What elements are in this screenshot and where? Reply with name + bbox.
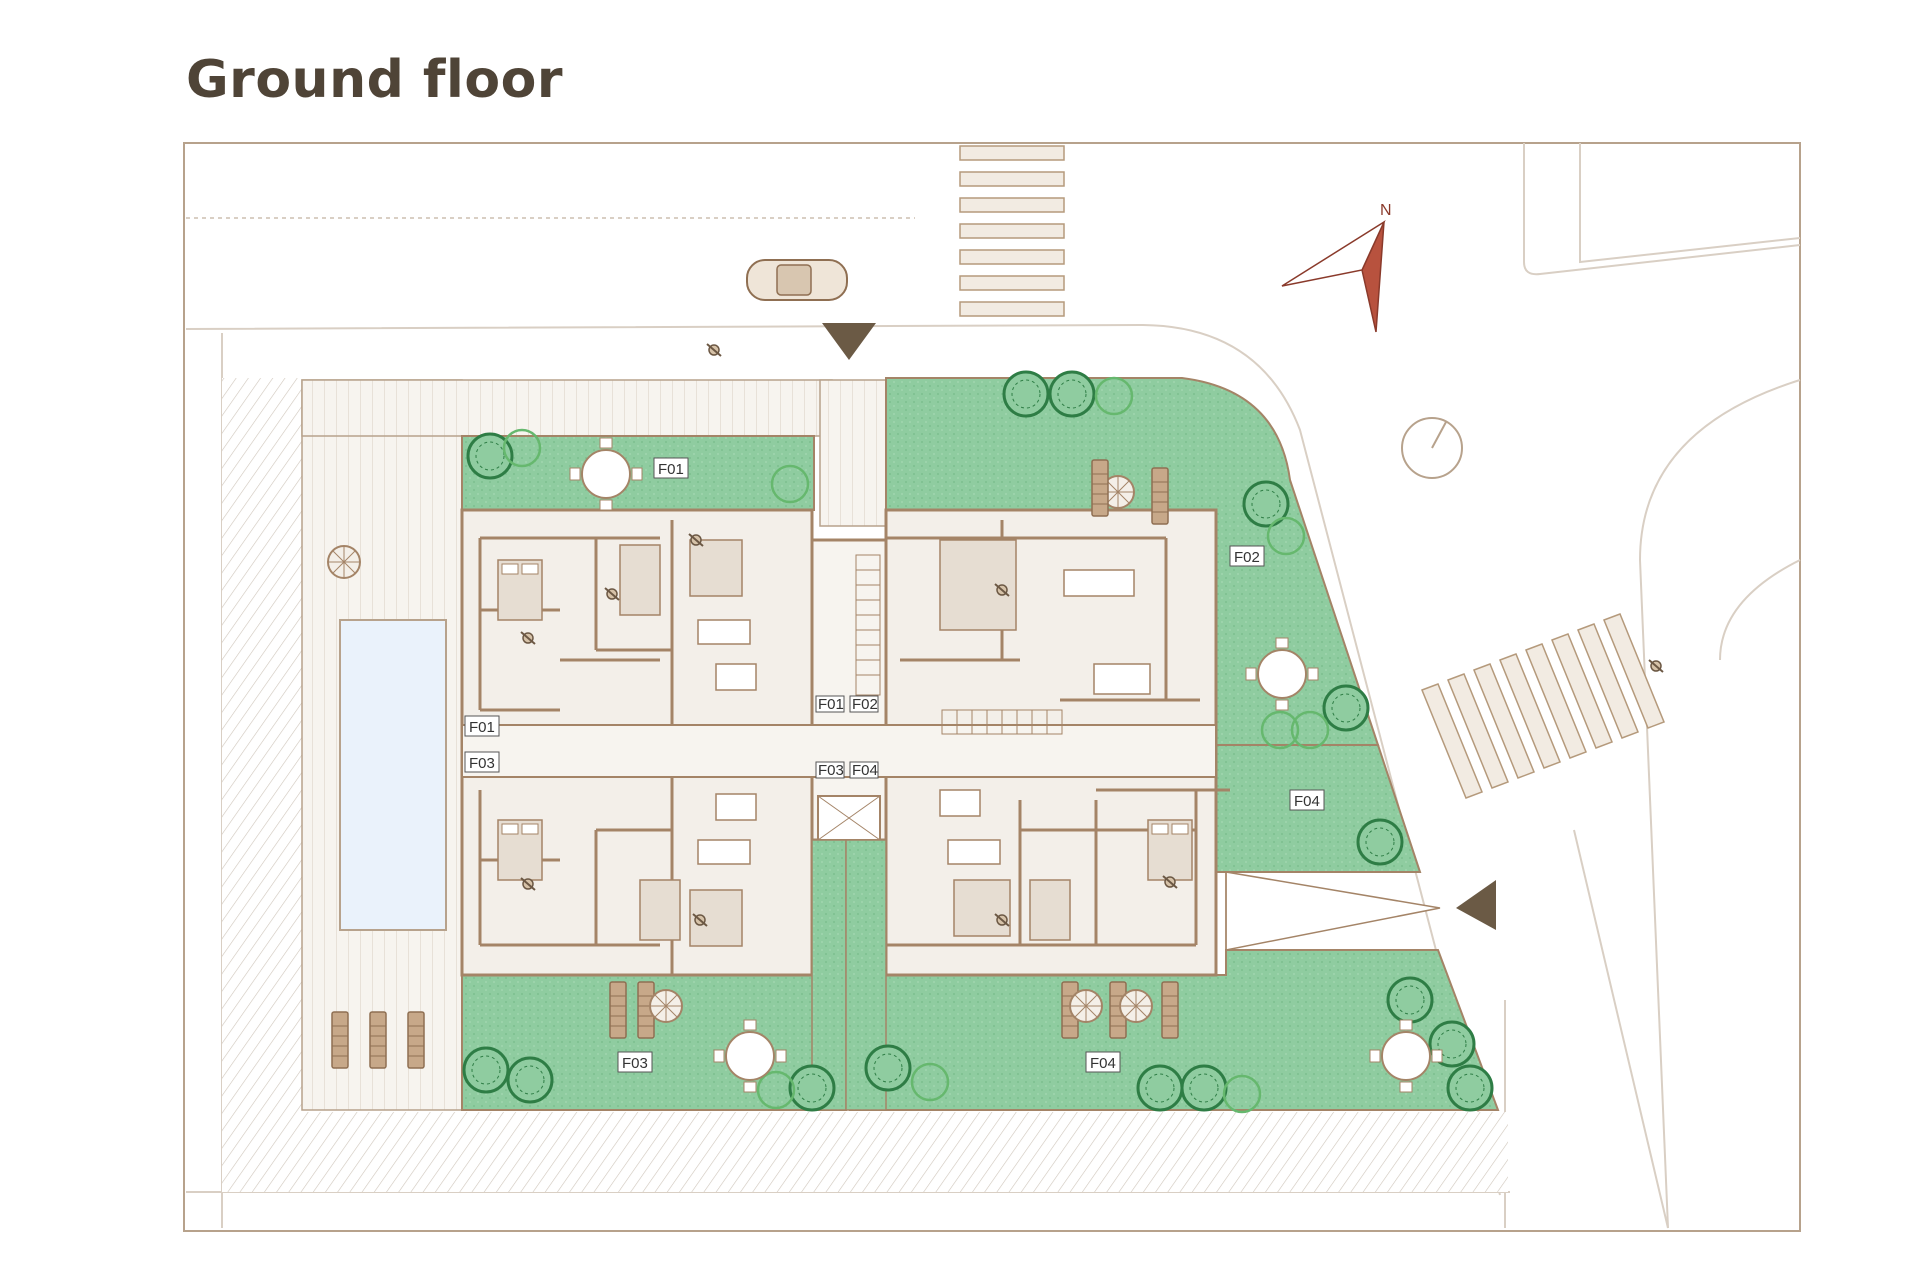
unit-label-f03: F03	[622, 1055, 648, 1072]
core-label-f01: F01	[818, 696, 844, 713]
hatched-strip-south	[222, 1112, 1508, 1192]
pool	[339, 619, 447, 931]
tree-icon	[506, 1056, 554, 1104]
interior-walls	[478, 520, 1230, 975]
unit-label-f04-east: F04	[1294, 793, 1320, 810]
sun-lounger-icon	[1091, 459, 1109, 517]
deck-north	[301, 379, 833, 437]
umbrella-icon	[1069, 989, 1103, 1023]
tree-icon	[788, 1064, 836, 1112]
compass-circle	[1401, 417, 1463, 479]
core-label-f04: F04	[852, 762, 878, 779]
unit-labels: F01 F02 F04 F03 F04 F01 F03 F01 F02 F03 …	[464, 457, 1325, 1073]
tree-icon	[1386, 976, 1434, 1024]
svg-text:N: N	[1380, 202, 1392, 219]
page-title: Ground floor	[186, 50, 563, 110]
tree-icon	[1048, 370, 1096, 418]
hatched-strip-west	[222, 378, 302, 1190]
unit-label-f01: F01	[658, 461, 684, 478]
sun-lounger-icon	[369, 1011, 387, 1069]
tree-icon	[1356, 818, 1404, 866]
bed-icon	[1147, 819, 1193, 881]
car-icon	[746, 259, 848, 301]
zebra-crossing-east	[1421, 613, 1665, 799]
sun-lounger-icon	[1161, 981, 1179, 1039]
tree-icon	[462, 1046, 510, 1094]
entrance-arrow-icon	[1456, 880, 1496, 930]
entrance-arrow-icon	[822, 323, 876, 360]
bed-icon	[497, 559, 543, 621]
core-label-f02: F02	[852, 696, 878, 713]
furniture	[497, 533, 1193, 947]
sun-lounger-icon	[407, 1011, 425, 1069]
core-label-f03: F03	[818, 762, 844, 779]
tree-icon	[1180, 1064, 1228, 1112]
unit-label-f04: F04	[1090, 1055, 1116, 1072]
tree-icon	[1446, 1064, 1494, 1112]
entrance-path	[819, 379, 887, 527]
unit-label-f02: F02	[1234, 549, 1260, 566]
tree-icon	[1322, 684, 1370, 732]
unit-label-f03-terrace: F03	[469, 755, 495, 772]
tree-icon	[864, 1044, 912, 1092]
hatched-strip-east	[1410, 1112, 1508, 1192]
umbrella-icon	[649, 989, 683, 1023]
zebra-crossing-north	[959, 145, 1065, 317]
sun-lounger-icon	[1151, 467, 1169, 525]
umbrella-icon	[327, 545, 361, 579]
north-arrow-icon: N	[1281, 202, 1392, 333]
tree-icon	[1136, 1064, 1184, 1112]
umbrella-icon	[1119, 989, 1153, 1023]
sun-lounger-icon	[609, 981, 627, 1039]
sun-lounger-icon	[331, 1011, 349, 1069]
bed-icon	[497, 819, 543, 881]
unit-label-f01-terrace: F01	[469, 719, 495, 736]
tree-icon	[1002, 370, 1050, 418]
